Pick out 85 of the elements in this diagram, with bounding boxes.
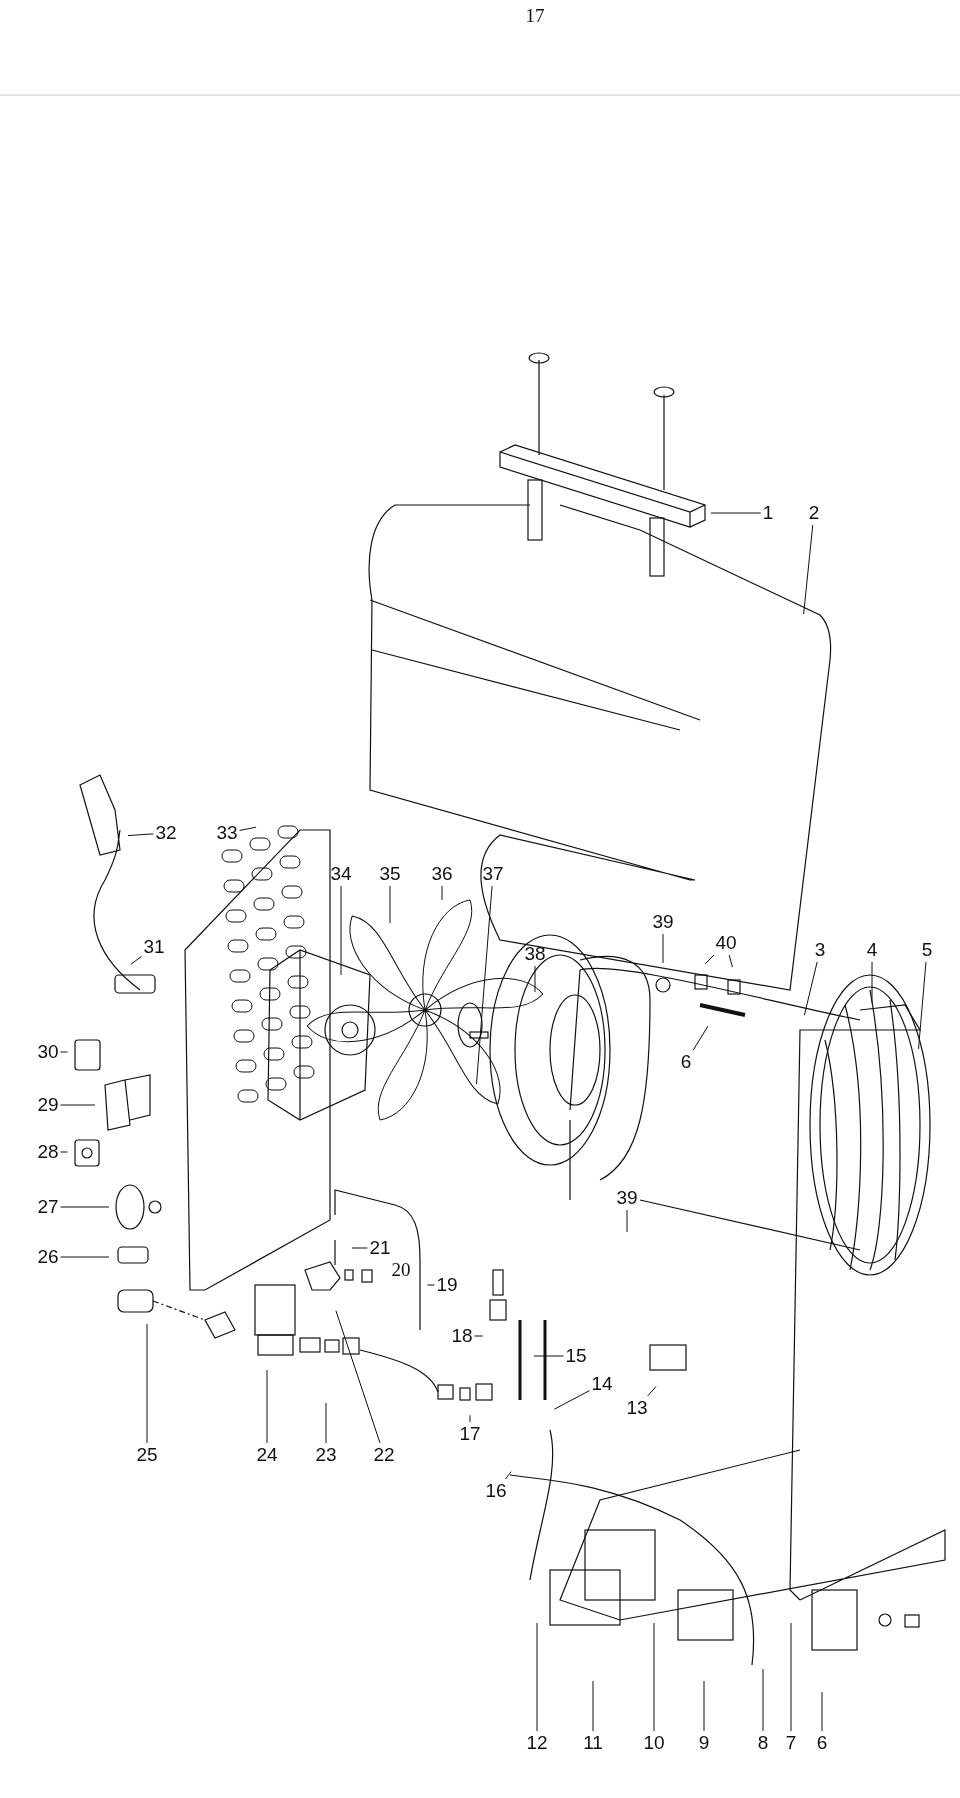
callout-number: 6 (680, 1052, 692, 1072)
callout-number: 13 (626, 1398, 648, 1418)
leader-line (60, 1051, 68, 1053)
callout-number: 3 (814, 940, 826, 960)
leader-line (60, 1151, 68, 1153)
callout-number: 38 (524, 944, 546, 964)
leader-line (803, 961, 818, 1016)
leader-line (474, 1335, 484, 1337)
callout-number: 22 (373, 1445, 395, 1465)
callout-number: 28 (37, 1142, 59, 1162)
leader-line (821, 1691, 823, 1732)
callout-number: 36 (431, 864, 453, 884)
callout-number: 29 (37, 1095, 59, 1115)
leader-line (704, 954, 715, 965)
callout-number: 21 (369, 1238, 391, 1258)
callout-number: 15 (565, 1346, 587, 1366)
leader-line (762, 1668, 764, 1732)
callout-number: 10 (643, 1733, 665, 1753)
callout-number: 5 (921, 940, 933, 960)
leader-line (553, 1390, 590, 1410)
callout-number: 23 (315, 1445, 337, 1465)
callout-number: 34 (330, 864, 352, 884)
leader-line (127, 833, 154, 837)
leader-line (918, 961, 927, 1050)
leader-line (266, 1369, 268, 1444)
leader-line (536, 1622, 538, 1732)
leader-line (239, 826, 257, 831)
leader-line (653, 1622, 655, 1732)
callout-number: 35 (379, 864, 401, 884)
leader-line (60, 1206, 110, 1208)
callout-number: 32 (155, 823, 177, 843)
callout-number: 26 (37, 1247, 59, 1267)
callout-number: 40 (715, 933, 737, 953)
callout-number: 37 (482, 864, 504, 884)
callout-number: 4 (866, 940, 878, 960)
leader-line (871, 961, 873, 1004)
callout-number: 14 (591, 1374, 613, 1394)
leader-line (647, 1386, 657, 1397)
callout-number: 39 (616, 1188, 638, 1208)
callout-number: 7 (785, 1733, 797, 1753)
callout-number: 17 (459, 1424, 481, 1444)
callout-number: 19 (436, 1275, 458, 1295)
leader-line (475, 885, 493, 1085)
callout-number: 30 (37, 1042, 59, 1062)
callout-number: 24 (256, 1445, 278, 1465)
callout-number: 12 (526, 1733, 548, 1753)
leader-line (469, 1414, 471, 1423)
leader-line (335, 1310, 381, 1444)
leader-line (592, 1680, 594, 1732)
leader-line (60, 1256, 110, 1258)
leader-line (504, 1471, 512, 1480)
callout-number: 2 (808, 503, 820, 523)
leader-line (351, 1247, 368, 1249)
callout-number: 11 (583, 1733, 603, 1753)
leader-line (60, 1104, 96, 1106)
leader-line (626, 1209, 628, 1233)
leader-line (534, 965, 536, 993)
leader-line (130, 955, 142, 965)
callout-number: 18 (451, 1326, 473, 1346)
leader-line (728, 954, 733, 968)
leader-line (146, 1323, 148, 1444)
leader-line (340, 885, 342, 976)
callout-number: 25 (136, 1445, 158, 1465)
leader-line (803, 524, 814, 615)
callout-number: 8 (757, 1733, 769, 1753)
leader-line (427, 1284, 435, 1286)
callout-number: 6 (816, 1733, 828, 1753)
callout-number: 39 (652, 912, 674, 932)
callout-number: 27 (37, 1197, 59, 1217)
leader-line (533, 1355, 564, 1357)
callout-number: 16 (485, 1481, 507, 1501)
callout-number: 1 (762, 503, 774, 523)
leader-line (692, 1025, 709, 1051)
leader-line (325, 1402, 327, 1444)
leader-line (389, 885, 391, 924)
callout-number: 33 (216, 823, 238, 843)
callout-number: 31 (143, 937, 165, 957)
callout-number: 20 (391, 1260, 411, 1280)
leader-line (662, 933, 664, 964)
leader-line (790, 1622, 792, 1732)
leader-line (703, 1680, 705, 1732)
page-number: 17 (525, 6, 545, 26)
leader-line (441, 885, 443, 901)
callout-number: 9 (698, 1733, 710, 1753)
leader-line (710, 512, 762, 514)
